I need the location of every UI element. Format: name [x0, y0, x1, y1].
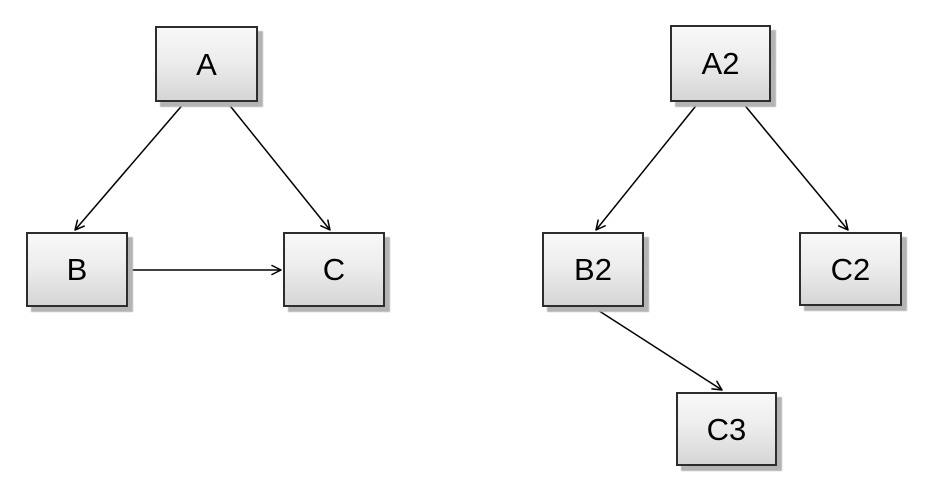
- node-B[interactable]: B: [26, 232, 128, 307]
- node-A2[interactable]: A2: [670, 25, 771, 102]
- node-C3[interactable]: C3: [676, 392, 777, 466]
- edge-A-C[interactable]: [226, 101, 331, 231]
- node-B2[interactable]: B2: [542, 232, 644, 307]
- node-A[interactable]: A: [155, 26, 258, 102]
- node-C2[interactable]: C2: [799, 232, 902, 306]
- node-label-B2: B2: [574, 252, 612, 287]
- edge-A2-C2[interactable]: [741, 101, 849, 231]
- node-label-C2: C2: [830, 251, 871, 287]
- edge-A2-B2[interactable]: [595, 101, 700, 231]
- node-C[interactable]: C: [283, 232, 385, 307]
- node-label-C: C: [322, 252, 346, 287]
- edges-group: [74, 101, 849, 391]
- node-label-C3: C3: [706, 411, 747, 447]
- node-label-B: B: [66, 252, 88, 287]
- node-label-A2: A2: [701, 46, 740, 81]
- edge-A-B[interactable]: [74, 101, 186, 231]
- node-label-A: A: [196, 46, 217, 82]
- edge-B2-C3[interactable]: [592, 306, 723, 391]
